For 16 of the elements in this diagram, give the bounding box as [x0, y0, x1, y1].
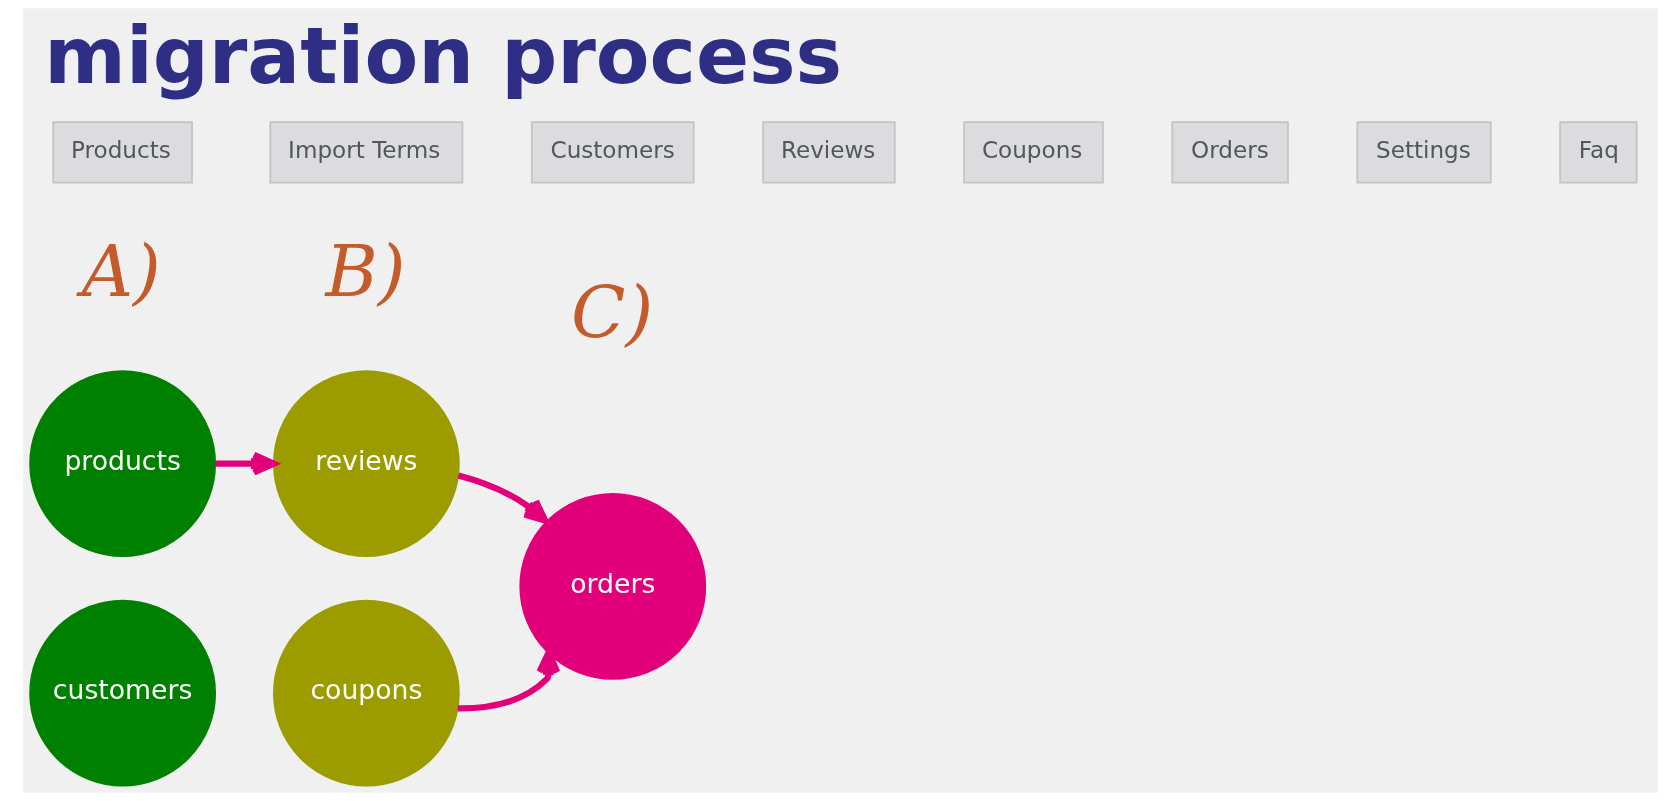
- label: B): [324, 230, 406, 314]
- label: Import Terms: [287, 137, 440, 164]
- label: Faq: [1578, 137, 1619, 164]
- label: Coupons: [981, 137, 1082, 164]
- node-circle: coupons: [272, 599, 460, 787]
- label: Products: [70, 137, 171, 164]
- node-circle: customers: [28, 599, 216, 787]
- label: Settings: [1375, 137, 1471, 164]
- node-circle: reviews: [272, 370, 460, 558]
- label: C): [570, 271, 653, 355]
- arrow: [457, 472, 548, 524]
- label: Orders: [1190, 137, 1269, 164]
- diagram-title: migration process: [43, 10, 842, 102]
- label: Customers: [550, 137, 675, 164]
- node-circle: products: [28, 370, 216, 558]
- label: Reviews: [780, 137, 875, 164]
